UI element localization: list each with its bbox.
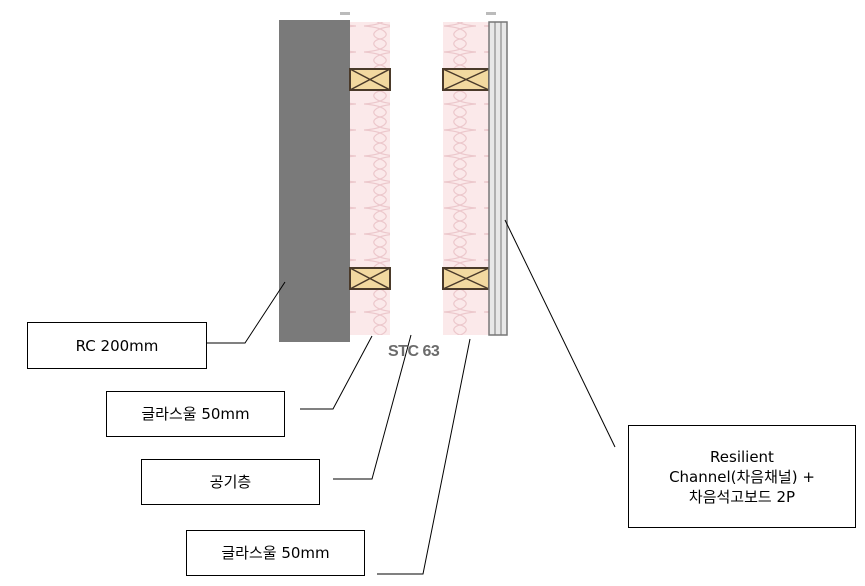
- label-air-layer: 공기층: [141, 459, 320, 505]
- stud: [349, 68, 391, 91]
- stud: [349, 267, 391, 290]
- label-line: 차음석고보드 2P: [688, 487, 796, 506]
- label-resilient-channel-board: Resilient Channel(차음채널) + 차음석고보드 2P: [628, 425, 856, 528]
- stud: [442, 68, 490, 91]
- top-mark: [340, 12, 350, 15]
- top-mark: [486, 12, 496, 15]
- rc-concrete-wall: [279, 20, 350, 342]
- label-glasswool-1: 글라스울 50mm: [106, 391, 285, 437]
- label-line: Resilient: [710, 447, 774, 466]
- stc-rating: STC 63: [388, 343, 440, 360]
- label-glasswool-2: 글라스울 50mm: [186, 530, 365, 576]
- label-line: Channel(차음채널) +: [669, 467, 815, 486]
- label-rc: RC 200mm: [27, 322, 207, 369]
- leader-lines: [207, 219, 616, 575]
- gypsum-board: [488, 21, 508, 336]
- stud: [442, 267, 490, 290]
